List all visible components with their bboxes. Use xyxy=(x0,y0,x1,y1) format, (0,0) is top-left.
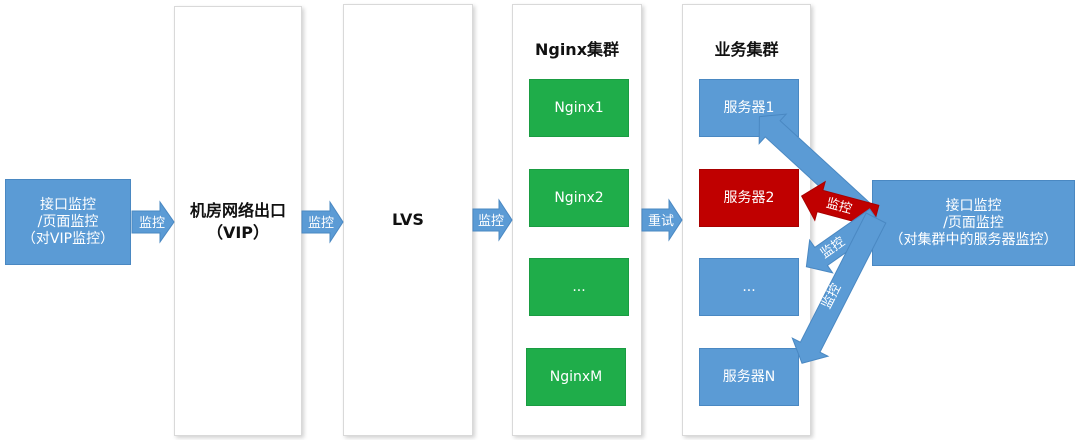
nginx-node-1: Nginx1 xyxy=(529,79,629,137)
server-node-n: 服务器N xyxy=(699,348,799,406)
lvs-panel xyxy=(343,4,473,436)
right-monitor-line3: （对集群中的服务器监控） xyxy=(889,231,1058,248)
arrow-monitor-to-server2-label: 监控 xyxy=(824,196,853,217)
left-monitor-box: 接口监控 /页面监控 （对VIP监控） xyxy=(5,179,131,265)
left-monitor-line1: 接口监控 xyxy=(40,196,96,213)
arrow-nginx-to-service: 重试 xyxy=(641,198,683,242)
arrow-lvs-to-nginx: 监控 xyxy=(472,198,513,242)
lvs-label: LVS xyxy=(392,210,424,229)
vip-panel-title: 机房网络出口 （VIP） xyxy=(174,200,302,244)
vip-title-line1: 机房网络出口 xyxy=(189,201,286,220)
left-monitor-line2: /页面监控 xyxy=(37,213,99,230)
nginx-node-ellipsis: ... xyxy=(529,258,629,316)
vip-title-line2: （VIP） xyxy=(206,223,270,242)
server-node-2: 服务器2 xyxy=(699,169,799,227)
nginx-node-m: NginxM xyxy=(526,348,626,406)
nginx-node-2: Nginx2 xyxy=(529,169,629,227)
vip-panel xyxy=(174,6,302,436)
right-monitor-line1: 接口监控 xyxy=(945,197,1002,214)
arrow-monitor-to-servern xyxy=(791,212,887,364)
nginx-cluster-title: Nginx集群 xyxy=(534,40,620,59)
right-monitor-line2: /页面监控 xyxy=(943,214,1004,231)
arrow-left-to-vip-label: 监控 xyxy=(139,216,165,231)
arrow-vip-to-lvs: 监控 xyxy=(301,200,344,244)
right-monitor-box: 接口监控 /页面监控 （对集群中的服务器监控） xyxy=(872,180,1075,266)
service-cluster-title: 业务集群 xyxy=(714,40,779,59)
arrow-left-to-vip: 监控 xyxy=(131,200,175,244)
arrow-monitor-to-server2 xyxy=(800,180,880,228)
arrow-nginx-to-service-label: 重试 xyxy=(648,213,674,229)
arrow-vip-to-lvs-label: 监控 xyxy=(308,216,334,231)
server-node-ellipsis: ... xyxy=(699,258,799,316)
left-monitor-line3: （对VIP监控） xyxy=(21,230,115,247)
arrow-lvs-to-nginx-label: 监控 xyxy=(478,214,504,229)
